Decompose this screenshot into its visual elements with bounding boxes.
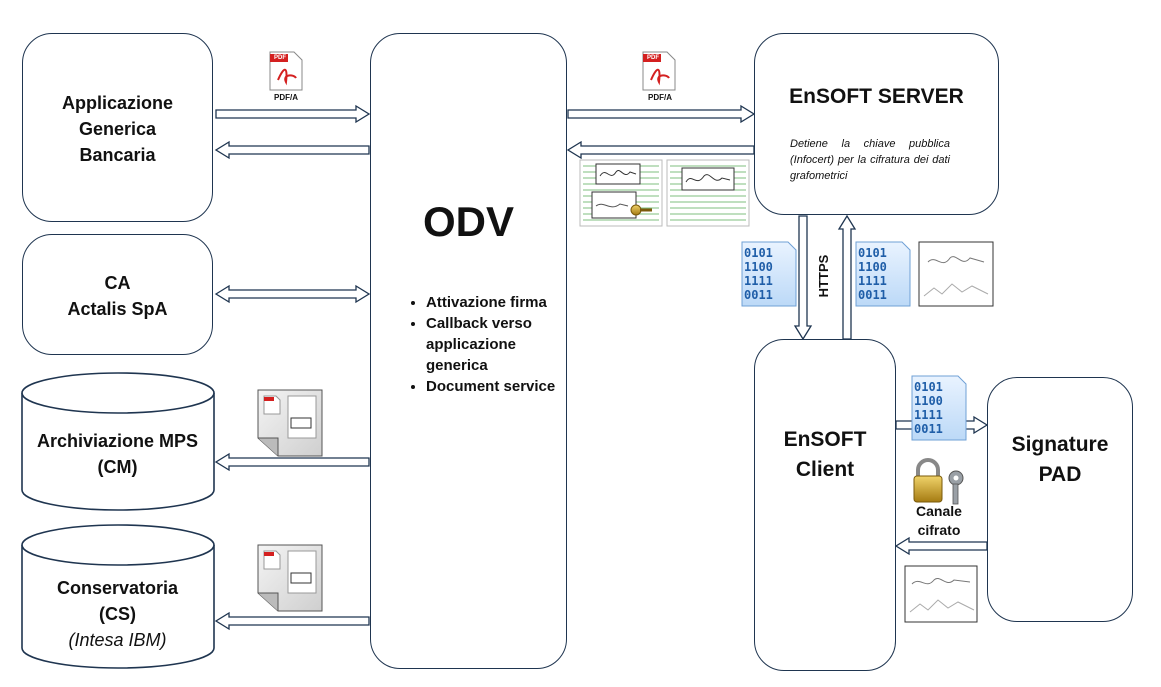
key-icon xyxy=(630,204,652,216)
client-line-2: Client xyxy=(795,458,855,481)
binary-line: 1100 xyxy=(858,260,887,274)
pdf-icon xyxy=(642,51,676,91)
binary-line: 0101 xyxy=(858,246,887,260)
archiviazione-line-2: (CM) xyxy=(97,457,138,477)
conservatoria-line-3: (Intesa IBM) xyxy=(68,630,167,650)
odv-title: ODV xyxy=(422,198,514,245)
archiviazione-line-1: Archiviazione MPS xyxy=(36,431,199,451)
binary-line: 0101 xyxy=(914,380,943,394)
arrow-odv-to-archiviazione xyxy=(214,452,370,472)
pdf-tag: PDF xyxy=(647,55,659,61)
binary-line: 0101 xyxy=(744,246,773,260)
conservatoria-line-2: (CS) xyxy=(99,604,136,624)
archiviazione-label: Archiviazione MPS (CM) xyxy=(22,428,213,480)
pdf-icon xyxy=(269,51,303,91)
app-generica-label: Applicazione Generica Bancaria xyxy=(22,90,213,168)
odv-box xyxy=(370,33,567,669)
arrow-odv-to-app xyxy=(214,140,370,160)
arrow-ca-odv xyxy=(214,284,371,304)
lock-icon xyxy=(913,458,943,503)
app-generica-box xyxy=(22,33,213,222)
binary-line: 1111 xyxy=(914,408,943,422)
graph-image xyxy=(918,241,994,307)
arrow-odv-to-server xyxy=(567,104,756,124)
binary-line: 1111 xyxy=(858,274,887,288)
pdfa-label: PDF/A xyxy=(274,93,298,102)
arrow-odv-to-conservatoria xyxy=(214,611,370,631)
binary-line: 1100 xyxy=(914,394,943,408)
ca-box xyxy=(22,234,213,355)
binary-text: 0101 1100 1111 0011 xyxy=(744,246,796,302)
canale-cifrato-label: Canale cifrato xyxy=(904,502,974,540)
binary-line: 0011 xyxy=(744,288,773,302)
server-title: EnSOFT SERVER xyxy=(789,85,964,108)
binary-text: 0101 1100 1111 0011 xyxy=(858,246,910,302)
conservatoria-cylinder xyxy=(21,524,215,669)
pdf-tag: PDF xyxy=(274,55,286,61)
arrow-pad-to-client xyxy=(894,536,988,556)
binary-data-icon xyxy=(911,375,967,441)
document-stack-icon xyxy=(257,389,323,457)
https-label: HTTPS xyxy=(816,254,831,298)
pad-line-1: Signature xyxy=(1011,433,1109,456)
app-generica-line-2: Generica xyxy=(78,119,157,139)
odv-bullet-list: Attivazione firma Callback verso applica… xyxy=(388,292,576,397)
signed-document-image xyxy=(579,159,750,227)
signature-pad-box xyxy=(987,377,1133,622)
arrow-server-to-odv xyxy=(566,140,755,160)
binary-line: 0011 xyxy=(858,288,887,302)
binary-data-icon xyxy=(855,241,911,307)
conservatoria-label: Conservatoria (CS) (Intesa IBM) xyxy=(22,575,213,653)
odv-bullet-item: Document service xyxy=(426,376,576,397)
client-label: EnSOFT Client xyxy=(754,425,896,485)
key-icon xyxy=(948,470,964,505)
ca-line-1: CA xyxy=(104,273,131,293)
binary-data-icon xyxy=(741,241,797,307)
ca-label: CA Actalis SpA xyxy=(22,270,213,322)
app-generica-line-1: Applicazione xyxy=(61,93,173,113)
conservatoria-line-1: Conservatoria xyxy=(56,578,179,598)
odv-bullet-item: Attivazione firma xyxy=(426,292,576,313)
binary-text: 0101 1100 1111 0011 xyxy=(914,380,966,436)
canale-line-2: cifrato xyxy=(917,522,961,538)
ca-line-2: Actalis SpA xyxy=(67,299,168,319)
client-line-1: EnSOFT xyxy=(783,428,867,451)
pad-line-2: PAD xyxy=(1038,463,1082,486)
binary-line: 1111 xyxy=(744,274,773,288)
binary-line: 0011 xyxy=(914,422,943,436)
odv-bullet-item: Callback verso applicazione generica xyxy=(426,313,576,376)
client-box xyxy=(754,339,896,671)
server-box xyxy=(754,33,999,215)
server-description: Detiene la chiave pubblica (Infocert) pe… xyxy=(790,138,950,182)
canale-line-1: Canale xyxy=(916,503,962,519)
pdfa-label: PDF/A xyxy=(648,93,672,102)
arrow-app-to-odv xyxy=(215,104,371,124)
binary-line: 1100 xyxy=(744,260,773,274)
arrow-server-to-client xyxy=(793,215,813,341)
signature-pad-label: Signature PAD xyxy=(987,430,1133,490)
document-stack-icon xyxy=(257,544,323,612)
graph-image xyxy=(904,565,978,623)
archiviazione-cylinder xyxy=(21,372,215,511)
arrow-client-to-server xyxy=(837,214,857,340)
app-generica-line-3: Bancaria xyxy=(79,145,156,165)
